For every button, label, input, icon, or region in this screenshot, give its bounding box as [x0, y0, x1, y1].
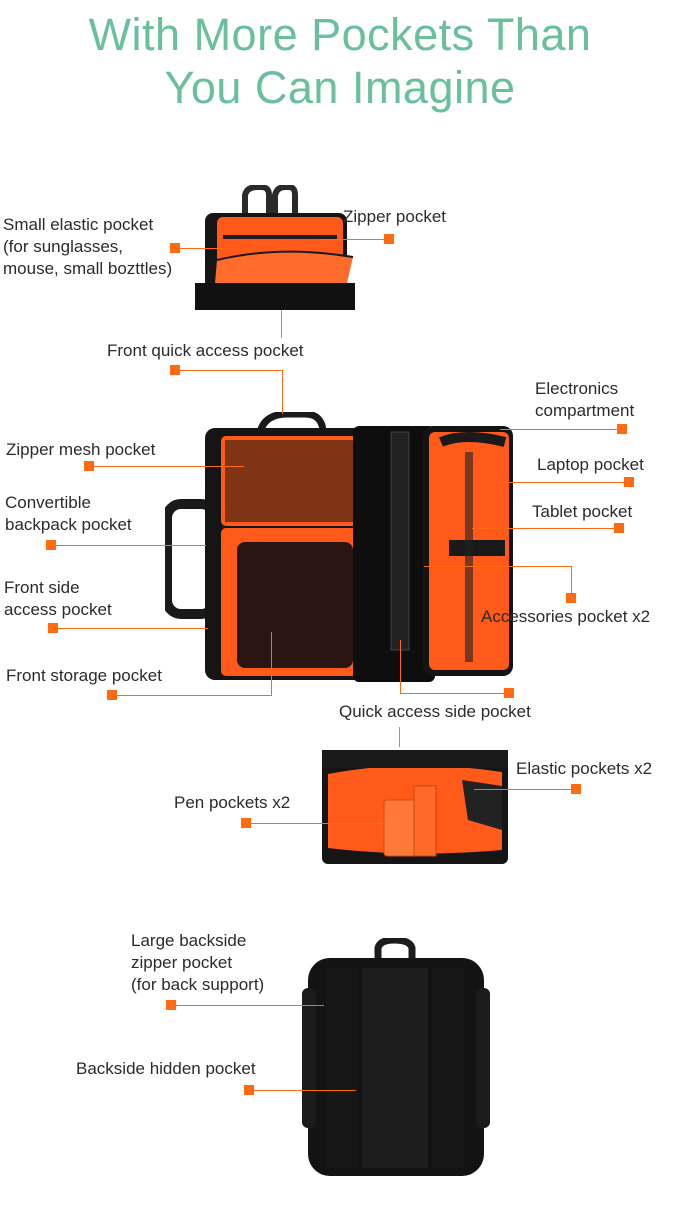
marker-accessories [566, 593, 576, 603]
guide-line [281, 310, 282, 338]
label-accessories-pocket: Accessories pocket x2 [481, 607, 651, 626]
label-zipper-mesh-pocket: Zipper mesh pocket [6, 440, 156, 459]
marker-laptop [624, 477, 634, 487]
marker-elastic-pockets [571, 784, 581, 794]
leader-line [180, 248, 234, 249]
marker-zipper-mesh [84, 461, 94, 471]
label-line: backpack pocket [5, 515, 132, 534]
leader-line [424, 566, 571, 567]
label-line: Convertible [5, 493, 91, 512]
leader-line [474, 789, 571, 790]
leader-line [318, 239, 384, 240]
label-line: (for sunglasses, [3, 237, 123, 256]
label-front-storage-pocket: Front storage pocket [6, 666, 162, 685]
bag-top-photo [195, 185, 355, 310]
label-line: Large backside [131, 931, 247, 950]
marker-front-quick-access [170, 365, 180, 375]
leader-line [271, 632, 272, 695]
marker-electronics [617, 424, 627, 434]
guide-line [399, 727, 400, 747]
label-large-backside-zipper: Large backside zipper pocket (for back s… [131, 930, 301, 996]
bag-main-photo [165, 412, 513, 682]
leader-line [56, 545, 206, 546]
label-pen-pockets: Pen pockets x2 [174, 793, 291, 812]
label-front-side-access: Front side access pocket [4, 577, 154, 621]
leader-line [180, 370, 282, 371]
marker-backside-hidden [244, 1085, 254, 1095]
leader-line [400, 693, 504, 694]
label-electronics-compartment: Electronics compartment [535, 378, 675, 422]
leader-line [176, 1005, 324, 1006]
label-backside-hidden: Backside hidden pocket [76, 1059, 256, 1078]
title-line-1: With More Pockets Than [88, 9, 592, 60]
leader-line [94, 466, 244, 467]
leader-line [571, 566, 572, 593]
label-line: mouse, small bozttles) [3, 259, 173, 278]
side-pocket-photo [322, 750, 508, 864]
leader-line [282, 370, 283, 414]
marker-zipper-pocket [384, 234, 394, 244]
leader-line [500, 482, 624, 483]
label-line: access pocket [4, 600, 112, 619]
label-laptop-pocket: Laptop pocket [537, 455, 644, 474]
page-title: With More Pockets Than You Can Imagine [0, 8, 680, 114]
label-line: Small elastic pocket [3, 215, 154, 234]
leader-line [400, 640, 401, 693]
marker-tablet [614, 523, 624, 533]
label-small-elastic-pocket: Small elastic pocket (for sunglasses, mo… [3, 214, 218, 280]
marker-front-side [48, 623, 58, 633]
label-line: Front side [4, 578, 80, 597]
marker-pen-pockets [241, 818, 251, 828]
marker-small-elastic [170, 243, 180, 253]
label-line: compartment [535, 401, 635, 420]
marker-large-backside [166, 1000, 176, 1010]
label-line: zipper pocket [131, 953, 233, 972]
leader-line [472, 528, 614, 529]
leader-line [254, 1090, 356, 1091]
label-convertible-backpack: Convertible backpack pocket [5, 492, 175, 536]
leader-line [500, 429, 617, 430]
label-line: (for back support) [131, 975, 265, 994]
marker-convertible [46, 540, 56, 550]
leader-line [58, 628, 208, 629]
bag-back-photo [302, 938, 490, 1176]
leader-line [117, 695, 272, 696]
label-tablet-pocket: Tablet pocket [532, 502, 633, 521]
label-quick-access-side: Quick access side pocket [339, 702, 531, 721]
title-line-2: You Can Imagine [164, 62, 516, 113]
label-elastic-pockets: Elastic pockets x2 [516, 759, 653, 778]
marker-front-storage [107, 690, 117, 700]
marker-quick-access-side [504, 688, 514, 698]
label-zipper-pocket: Zipper pocket [343, 207, 446, 226]
label-front-quick-access: Front quick access pocket [107, 341, 304, 360]
label-line: Electronics [535, 379, 619, 398]
leader-line [251, 823, 385, 824]
